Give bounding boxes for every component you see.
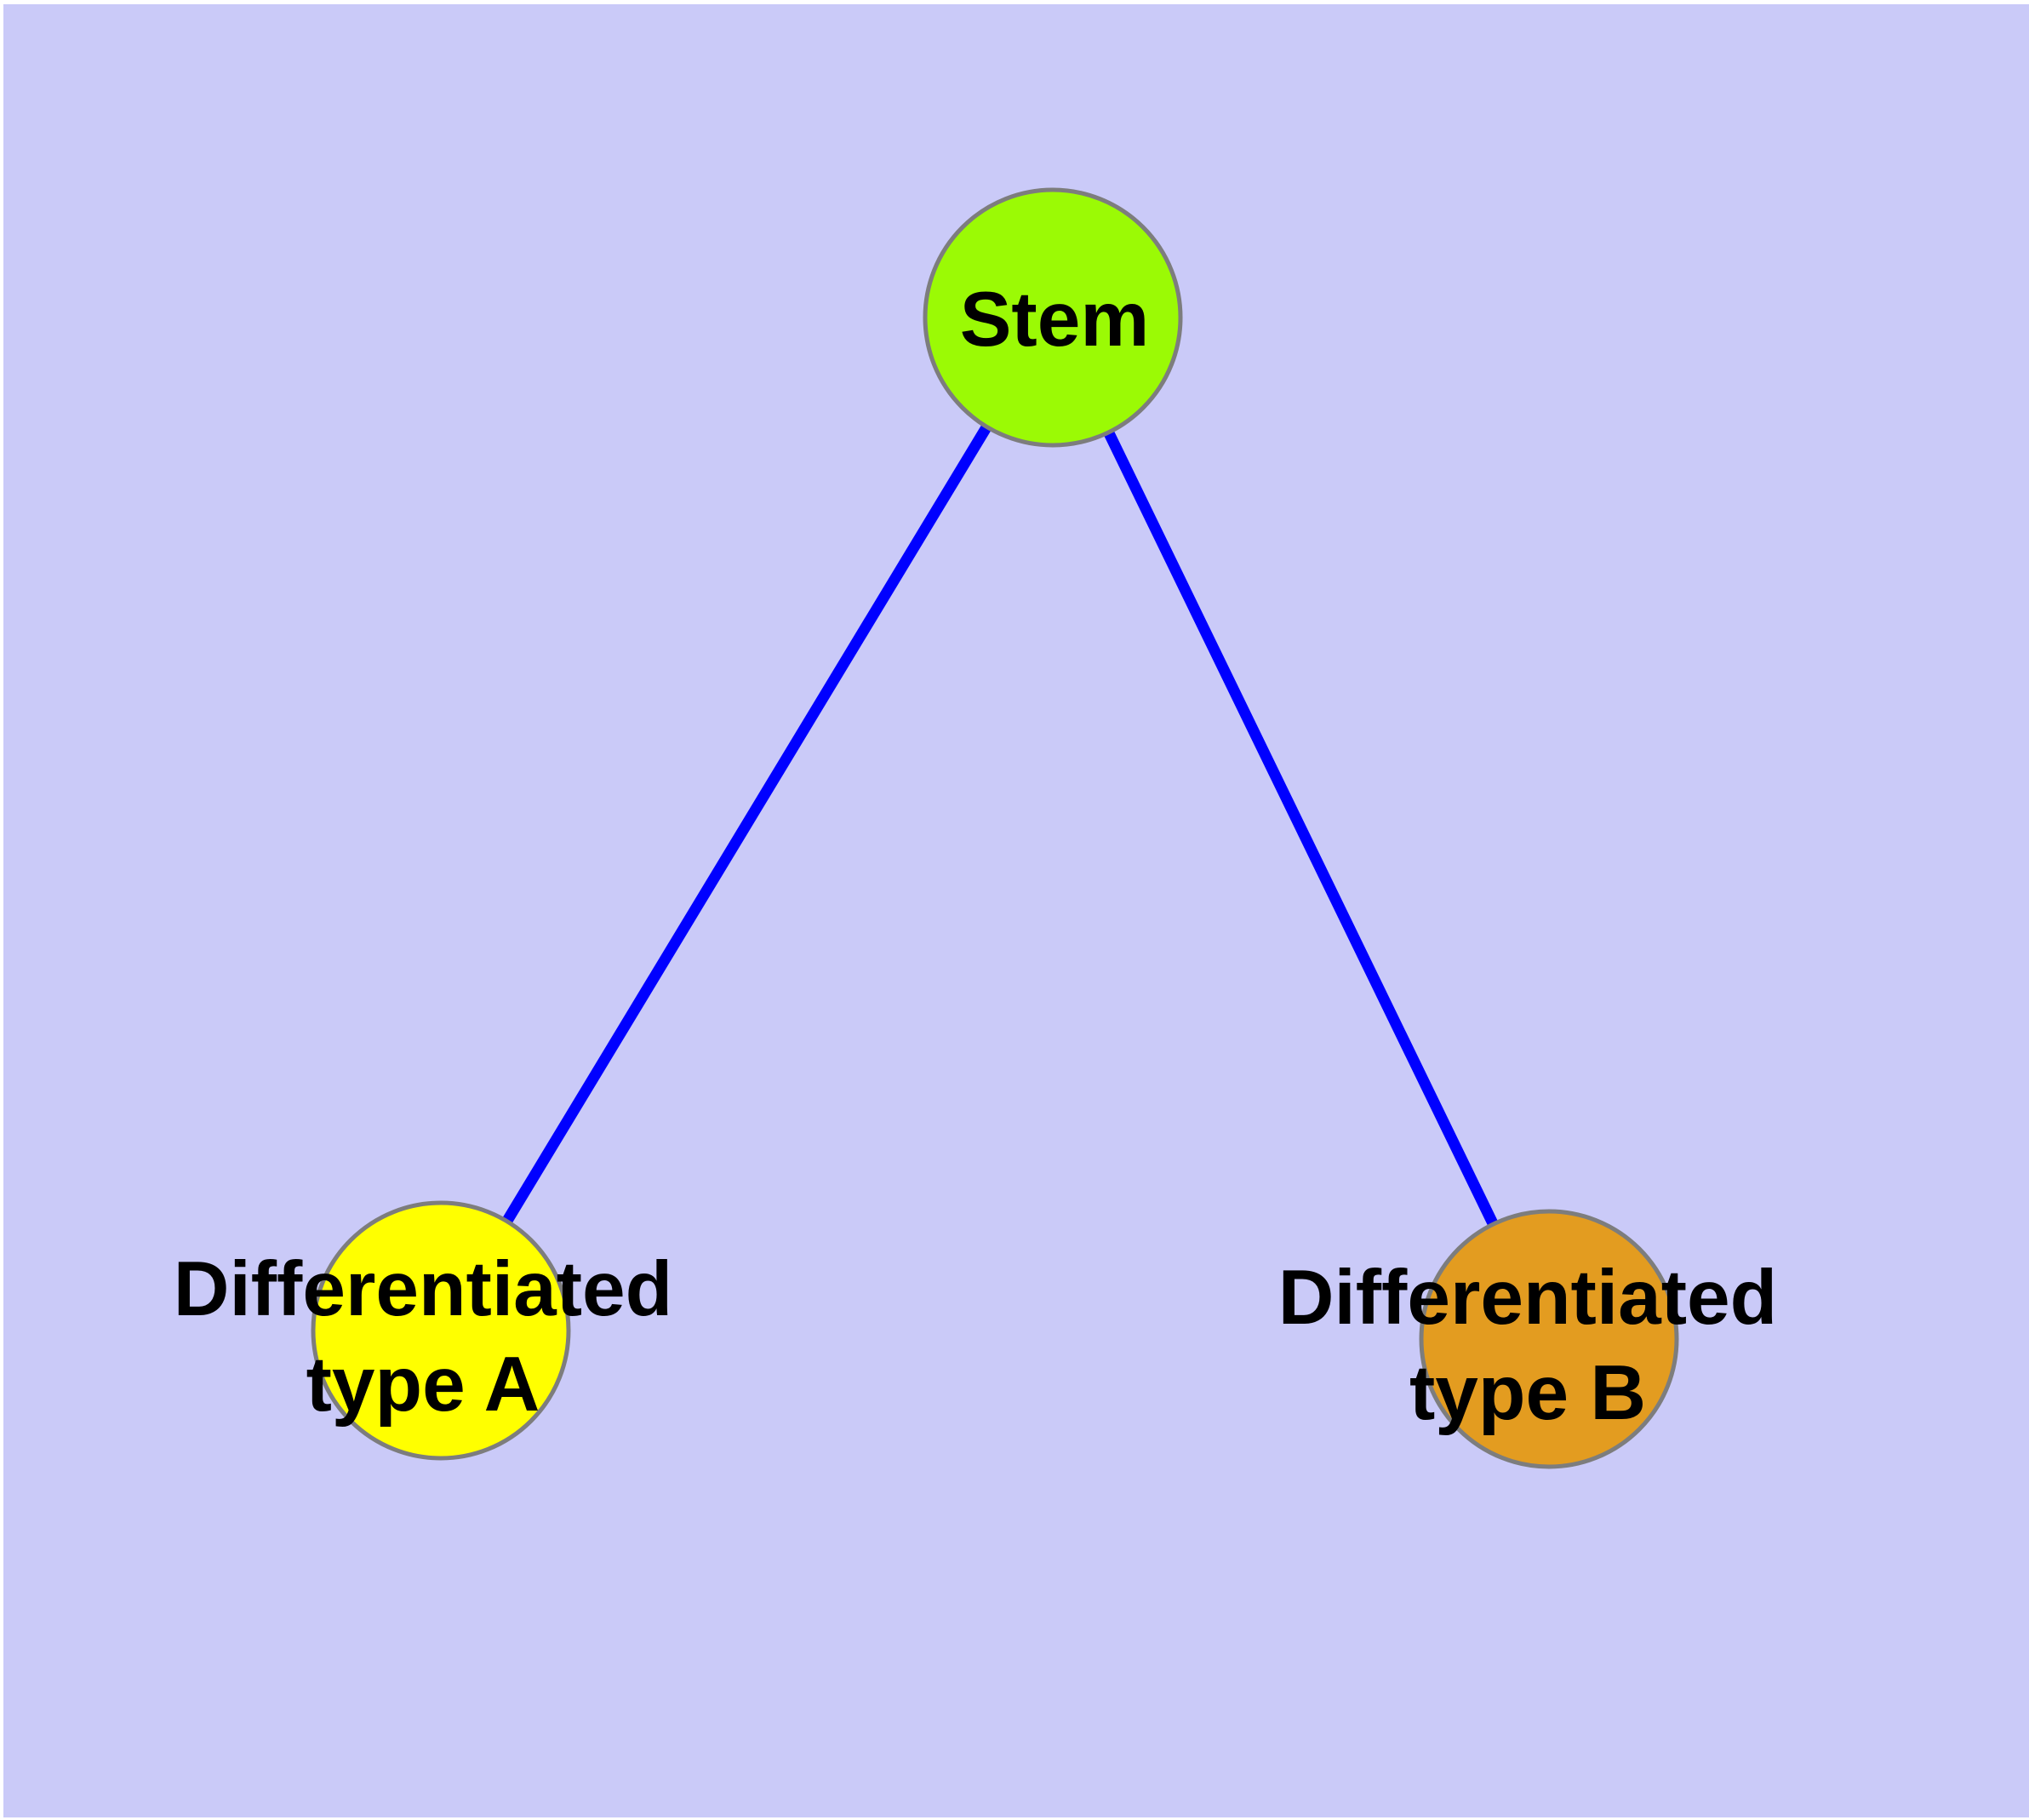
edge-stem-to-type-a: [436, 314, 1058, 1334]
node-differentiated-type-b: [1419, 1209, 1679, 1469]
node-stem-label: Stem: [960, 277, 1150, 363]
node-differentiated-type-a: [311, 1200, 571, 1461]
node-type-b-label-line2: type B: [1409, 1350, 1646, 1436]
node-type-b-label-line1: Differentiated: [1278, 1255, 1778, 1341]
node-stem: [923, 187, 1183, 448]
node-type-a-label-line2: type A: [306, 1342, 540, 1428]
node-type-a-label-line1: Differentiated: [174, 1246, 673, 1332]
edge-stem-to-type-b: [1048, 315, 1554, 1342]
